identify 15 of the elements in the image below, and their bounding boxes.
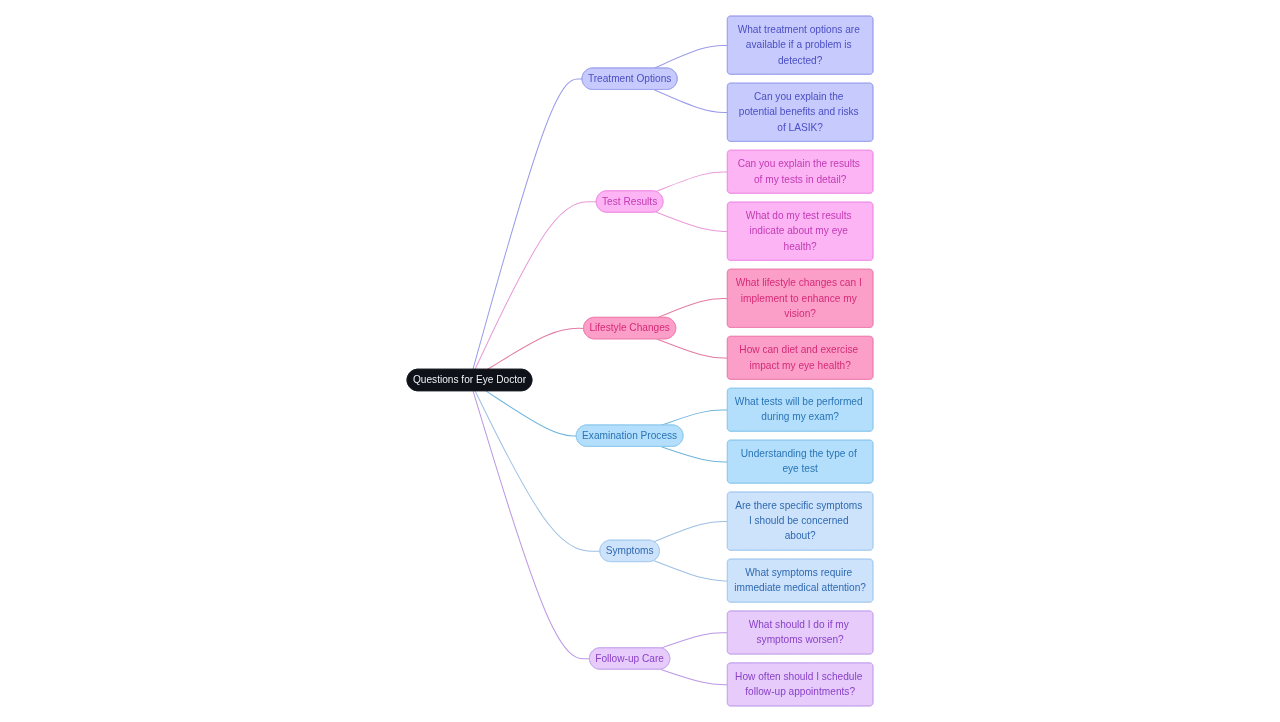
connector — [655, 171, 729, 193]
connector — [660, 446, 729, 463]
connector — [653, 520, 729, 543]
connector — [656, 338, 729, 359]
connector — [653, 89, 729, 114]
connector — [660, 632, 729, 649]
connector — [653, 560, 729, 582]
connector — [472, 78, 583, 371]
connector — [485, 390, 578, 437]
connector — [472, 390, 591, 660]
connector — [660, 668, 729, 686]
connector — [474, 201, 598, 371]
connector — [655, 211, 729, 233]
connector — [486, 327, 585, 371]
connector — [474, 390, 601, 552]
